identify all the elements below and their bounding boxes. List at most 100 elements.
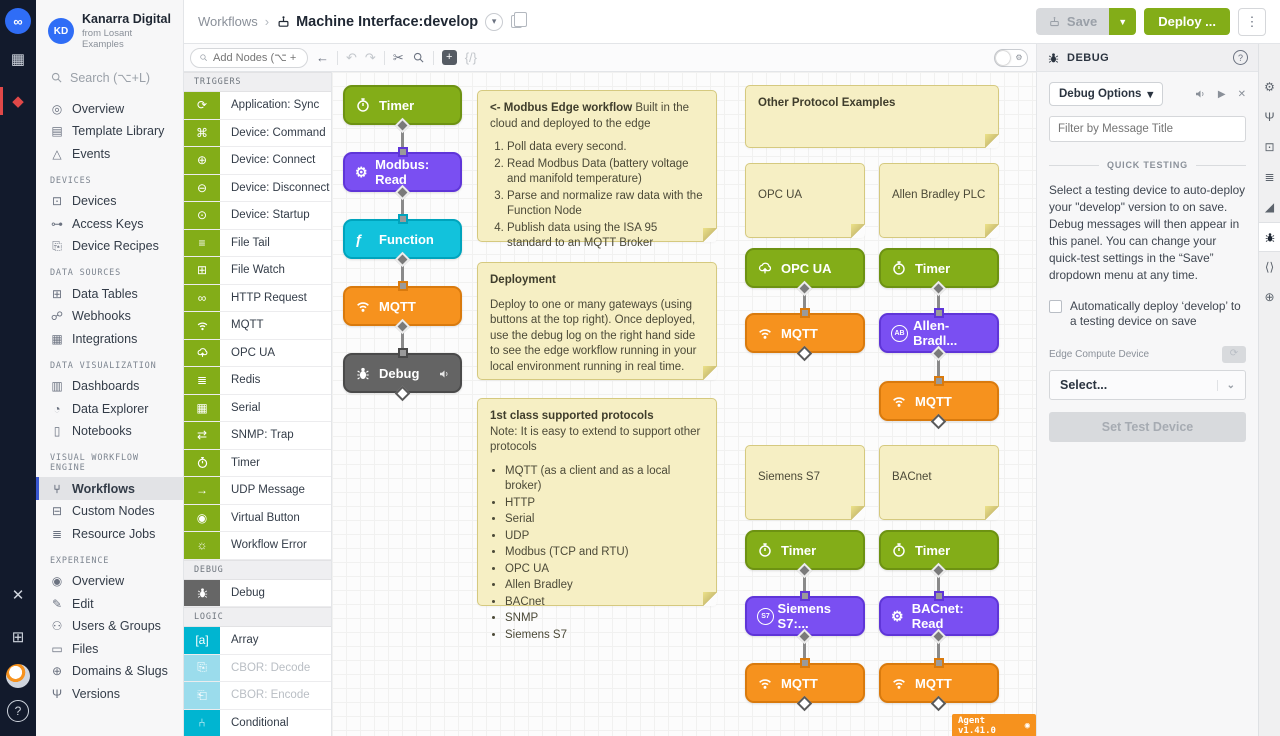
strip-devices-icon[interactable]: ⊡ <box>1264 140 1275 154</box>
output-connector[interactable] <box>930 345 947 362</box>
sidebar-item-edit[interactable]: ✎Edit <box>36 592 183 615</box>
sidebar-item-overview[interactable]: ◉Overview <box>36 570 183 593</box>
note-deployment[interactable]: Deployment Deploy to one or many gateway… <box>477 262 717 380</box>
palette-item-file-watch[interactable]: ⊞File Watch <box>184 257 331 285</box>
more-options-button[interactable]: ⋮ <box>1238 7 1266 36</box>
note-siemens-s7[interactable]: Siemens S7 <box>745 445 865 520</box>
palette-item-cbor-encode[interactable]: ⎗CBOR: Encode <box>184 682 331 710</box>
palette-item-virtual-button[interactable]: ◉Virtual Button <box>184 504 331 532</box>
sidebar-item-workflows[interactable]: ⑂Workflows <box>36 477 183 500</box>
sidebar-item-webhooks[interactable]: ☍Webhooks <box>36 305 183 328</box>
node-opc-ua[interactable]: OPC UA <box>745 248 865 297</box>
sidebar-item-events[interactable]: △Events <box>36 142 183 165</box>
sidebar-item-domains-slugs[interactable]: ⊕Domains & Slugs <box>36 660 183 683</box>
output-connector[interactable] <box>796 280 813 297</box>
checkbox[interactable] <box>1049 299 1062 313</box>
palette-item-opc-ua[interactable]: OPC UA <box>184 339 331 367</box>
output-connector[interactable] <box>796 345 813 362</box>
app-switcher-icon[interactable]: ▦ <box>10 51 26 68</box>
device-select[interactable]: Select... ⌄ <box>1049 370 1246 401</box>
note-protocols[interactable]: 1st class supported protocols Note: It i… <box>477 398 717 641</box>
palette-item-device-disconnect[interactable]: ⊖Device: Disconnect <box>184 174 331 202</box>
node-debug[interactable]: Debug <box>343 348 462 402</box>
debug-help-icon[interactable]: ? <box>1233 50 1248 65</box>
sidebar-item-integrations[interactable]: ▦Integrations <box>36 327 183 350</box>
save-dropdown-caret[interactable]: ▼ <box>1109 8 1137 35</box>
note-other-protocols[interactable]: Other Protocol Examples <box>745 85 999 148</box>
copy-icon[interactable] <box>511 12 528 28</box>
redo-icon[interactable]: ↷ <box>364 49 376 65</box>
input-connector[interactable] <box>934 376 944 386</box>
palette-item-mqtt[interactable]: MQTT <box>184 312 331 340</box>
palette-item-file-tail[interactable]: ≡File Tail <box>184 229 331 257</box>
help-icon[interactable]: ? <box>7 700 29 722</box>
input-connector[interactable] <box>934 658 944 668</box>
undo-icon[interactable]: ↶ <box>346 49 357 65</box>
input-connector[interactable] <box>397 281 408 291</box>
node-mqtt[interactable]: MQTT <box>745 308 865 362</box>
palette-item-serial[interactable]: ▦Serial <box>184 394 331 422</box>
output-connector[interactable] <box>796 562 813 579</box>
deploy-button[interactable]: Deploy ... <box>1144 8 1230 35</box>
strip-globe-icon[interactable]: ⊕ <box>1264 290 1275 304</box>
zoom-icon[interactable] <box>412 51 425 64</box>
workflow-canvas[interactable]: <- Modbus Edge workflow Built in the clo… <box>332 72 1036 736</box>
note-opcua[interactable]: OPC UA <box>745 163 865 238</box>
note-bacnet[interactable]: BACnet <box>879 445 999 520</box>
strip-metrics-icon[interactable]: ◢ <box>1264 200 1275 214</box>
org-header[interactable]: KD Kanarra Digital from Losant Examples <box>36 0 183 60</box>
add-nodes-input[interactable] <box>213 51 299 64</box>
output-connector[interactable] <box>796 695 813 712</box>
sidebar-item-users-groups[interactable]: ⚇Users & Groups <box>36 615 183 638</box>
palette-item-array[interactable]: [a]Array <box>184 627 331 655</box>
node-mqtt[interactable]: MQTT <box>879 658 999 712</box>
output-connector[interactable] <box>394 251 410 268</box>
node-timer[interactable]: Timer <box>879 248 999 297</box>
sidebar-item-resource-jobs[interactable]: ≣Resource Jobs <box>36 522 183 545</box>
workflow-version-caret[interactable]: ▾ <box>485 12 504 31</box>
add-note-icon[interactable]: + <box>441 50 457 65</box>
palette-item-workflow-error[interactable]: ☼Workflow Error <box>184 532 331 560</box>
palette-item-device-command[interactable]: ⌘Device: Command <box>184 119 331 147</box>
debug-mode-toggle[interactable]: ⚙ <box>994 48 1028 67</box>
node-timer[interactable]: Timer <box>343 85 462 134</box>
output-connector[interactable] <box>930 695 947 712</box>
palette-item-snmp-trap[interactable]: ⇄SNMP: Trap <box>184 422 331 450</box>
note-allen-bradley-plc[interactable]: Allen Bradley PLC <box>879 163 999 238</box>
node-mqtt[interactable]: MQTT <box>745 658 865 712</box>
node-modbus-read[interactable]: ⚙Modbus: Read <box>343 147 462 201</box>
application-cube-icon[interactable]: ◆ <box>0 84 36 118</box>
palette-item-debug[interactable]: Debug <box>184 579 331 607</box>
input-connector[interactable] <box>397 348 408 358</box>
speaker-icon[interactable] <box>438 366 450 381</box>
input-connector[interactable] <box>397 214 408 224</box>
debug-options-button[interactable]: Debug Options ▾ <box>1049 82 1164 106</box>
node-mqtt[interactable]: MQTT <box>879 376 999 430</box>
play-icon[interactable]: ▶ <box>1217 88 1226 100</box>
strip-data-icon[interactable]: ≣ <box>1264 170 1275 184</box>
output-connector[interactable] <box>394 318 410 335</box>
palette-item-redis[interactable]: ≣Redis <box>184 367 331 395</box>
output-connector[interactable] <box>930 280 947 297</box>
sidebar-item-overview[interactable]: ◎Overview <box>36 97 183 120</box>
input-connector[interactable] <box>934 591 944 601</box>
breadcrumb-workflows[interactable]: Workflows <box>198 14 258 29</box>
palette-item-device-connect[interactable]: ⊕Device: Connect <box>184 147 331 175</box>
palette-item-conditional[interactable]: ⑃Conditional <box>184 709 331 736</box>
sidebar-search[interactable]: Search (⌥+L) <box>36 60 183 97</box>
node-timer[interactable]: Timer <box>745 530 865 579</box>
palette-item-timer[interactable]: Timer <box>184 449 331 477</box>
output-connector[interactable] <box>394 184 410 201</box>
sidebar-item-dashboards[interactable]: ▥Dashboards <box>36 375 183 398</box>
node-timer[interactable]: Timer <box>879 530 999 579</box>
mute-icon[interactable] <box>1194 88 1206 100</box>
palette-item-device-startup[interactable]: ⊙Device: Startup <box>184 202 331 230</box>
palette-item-cbor-decode[interactable]: ⎘CBOR: Decode <box>184 654 331 682</box>
mascot-sticker-icon[interactable] <box>6 664 30 688</box>
filter-message-input[interactable] <box>1049 116 1246 142</box>
sidebar-item-custom-nodes[interactable]: ⊟Custom Nodes <box>36 500 183 523</box>
sidebar-item-devices[interactable]: ⊡Devices <box>36 190 183 213</box>
input-connector[interactable] <box>397 147 408 157</box>
